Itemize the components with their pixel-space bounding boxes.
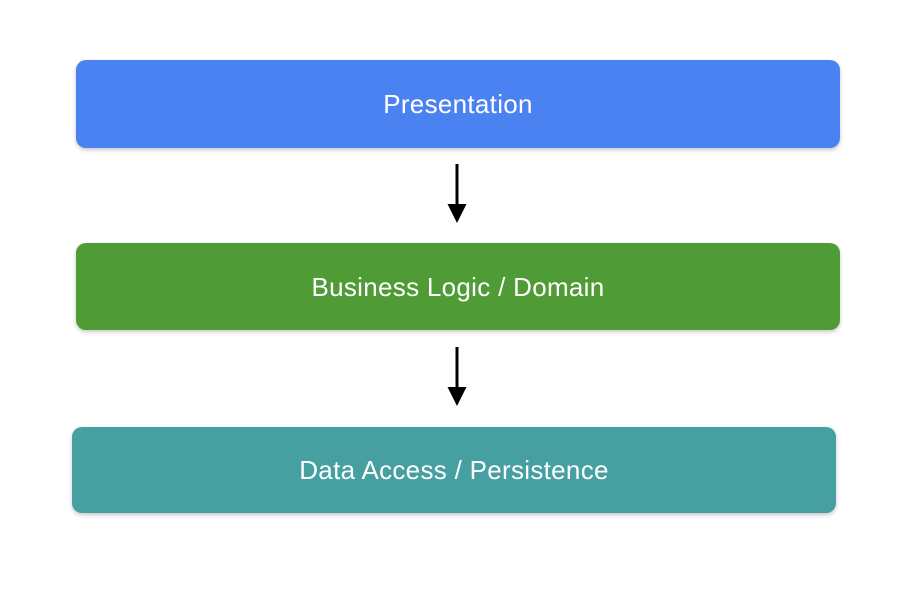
presentation-layer-box: Presentation	[76, 60, 840, 148]
down-arrow-icon	[447, 347, 467, 406]
down-arrow-head	[447, 387, 467, 406]
business-logic-layer-box: Business Logic / Domain	[76, 243, 840, 330]
data-access-layer-box: Data Access / Persistence	[72, 427, 836, 513]
down-arrow-head	[447, 204, 467, 223]
business-logic-layer-label: Business Logic / Domain	[311, 271, 605, 302]
data-access-layer-label: Data Access / Persistence	[299, 455, 609, 485]
presentation-layer-label: Presentation	[383, 89, 533, 119]
down-arrow-icon	[447, 164, 467, 223]
